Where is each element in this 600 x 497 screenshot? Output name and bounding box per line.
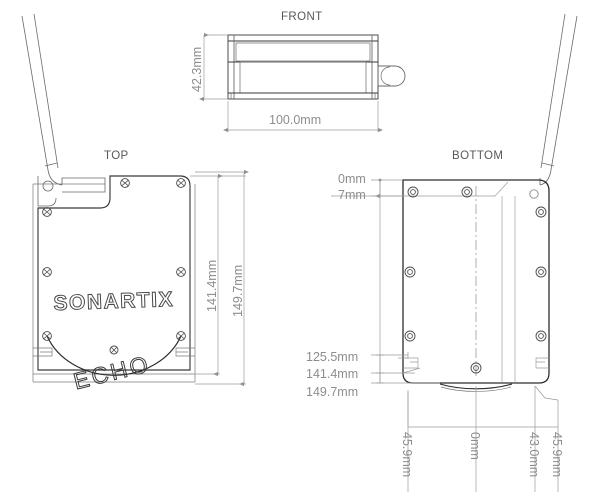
top-outer-height-dimension: 149.7mm xyxy=(231,264,245,317)
bottom-dim-0mm-center: 0mm xyxy=(468,432,482,460)
bottom-dim-7mm: 7mm xyxy=(338,188,366,202)
bottom-view-screws xyxy=(404,186,547,374)
bottom-dim-0mm-top: 0mm xyxy=(338,172,366,186)
top-view-antenna-cable xyxy=(21,13,106,207)
bottom-dim-125-5mm: 125.5mm xyxy=(306,350,359,364)
front-width-dimension: 100.0mm xyxy=(269,113,322,127)
top-view-dimension-lines xyxy=(190,169,249,387)
bottom-dim-45-9mm-left: 45.9mm xyxy=(400,432,414,478)
bottom-view-antenna-cable xyxy=(539,13,578,186)
front-view-label: FRONT xyxy=(281,11,323,23)
top-view-screws xyxy=(42,178,186,355)
front-view-geometry xyxy=(227,34,406,100)
bottom-view-label: BOTTOM xyxy=(452,150,504,162)
top-view-housing xyxy=(37,175,191,371)
front-height-dimension: 42.3mm xyxy=(190,46,204,92)
top-view-label: TOP xyxy=(104,150,129,162)
bottom-dim-43-0mm: 43.0mm xyxy=(527,432,541,478)
bottom-view-vertical-dimension-lines xyxy=(371,178,440,384)
bottom-dim-141-4mm: 141.4mm xyxy=(306,367,359,381)
bottom-dim-149-7mm: 149.7mm xyxy=(306,385,359,399)
top-view-transducer-arc xyxy=(46,335,182,376)
bottom-dim-45-9mm-right: 45.9mm xyxy=(550,432,564,478)
bottom-view-horizontal-dimension-lines xyxy=(407,385,559,492)
bottom-view-hidden-lines xyxy=(331,181,549,383)
top-inner-height-dimension: 141.4mm xyxy=(205,259,219,312)
front-view-dimension-lines xyxy=(199,32,383,133)
top-view-housing-inner xyxy=(32,183,196,383)
bottom-view-housing xyxy=(402,179,550,384)
